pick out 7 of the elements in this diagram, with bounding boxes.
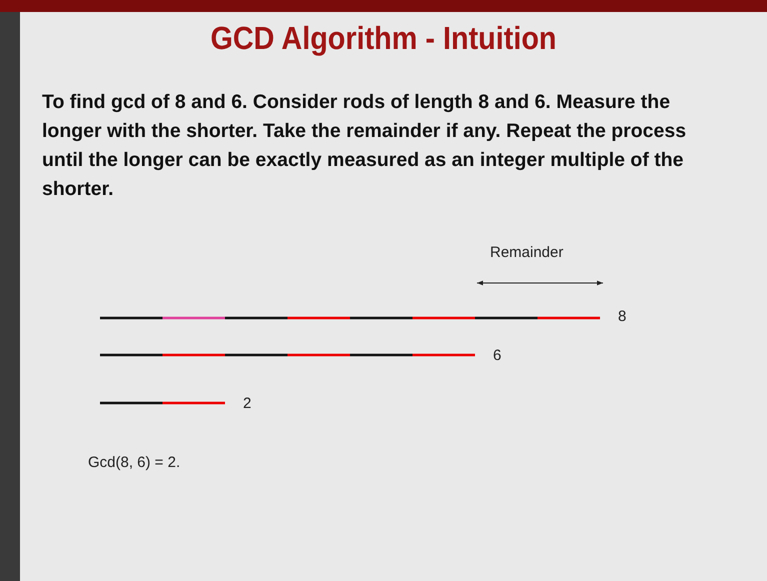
length-label: 6 (493, 347, 502, 364)
slide-title: GCD Algorithm - Intuition (209, 20, 558, 57)
length-label: 2 (243, 395, 252, 412)
length-label: 8 (618, 308, 626, 325)
dimension-label: Remainder (490, 244, 564, 261)
description-text: To find gcd of 8 and 6. Consider rods of length 8 and 6. Measure the longer with the shorter. Take the remainder if any. Repeat the process until the longer can be exactly measured as an integer multiple of the shorter. (42, 90, 687, 202)
result-text: Gcd(8, 6) = 2. (88, 454, 180, 471)
